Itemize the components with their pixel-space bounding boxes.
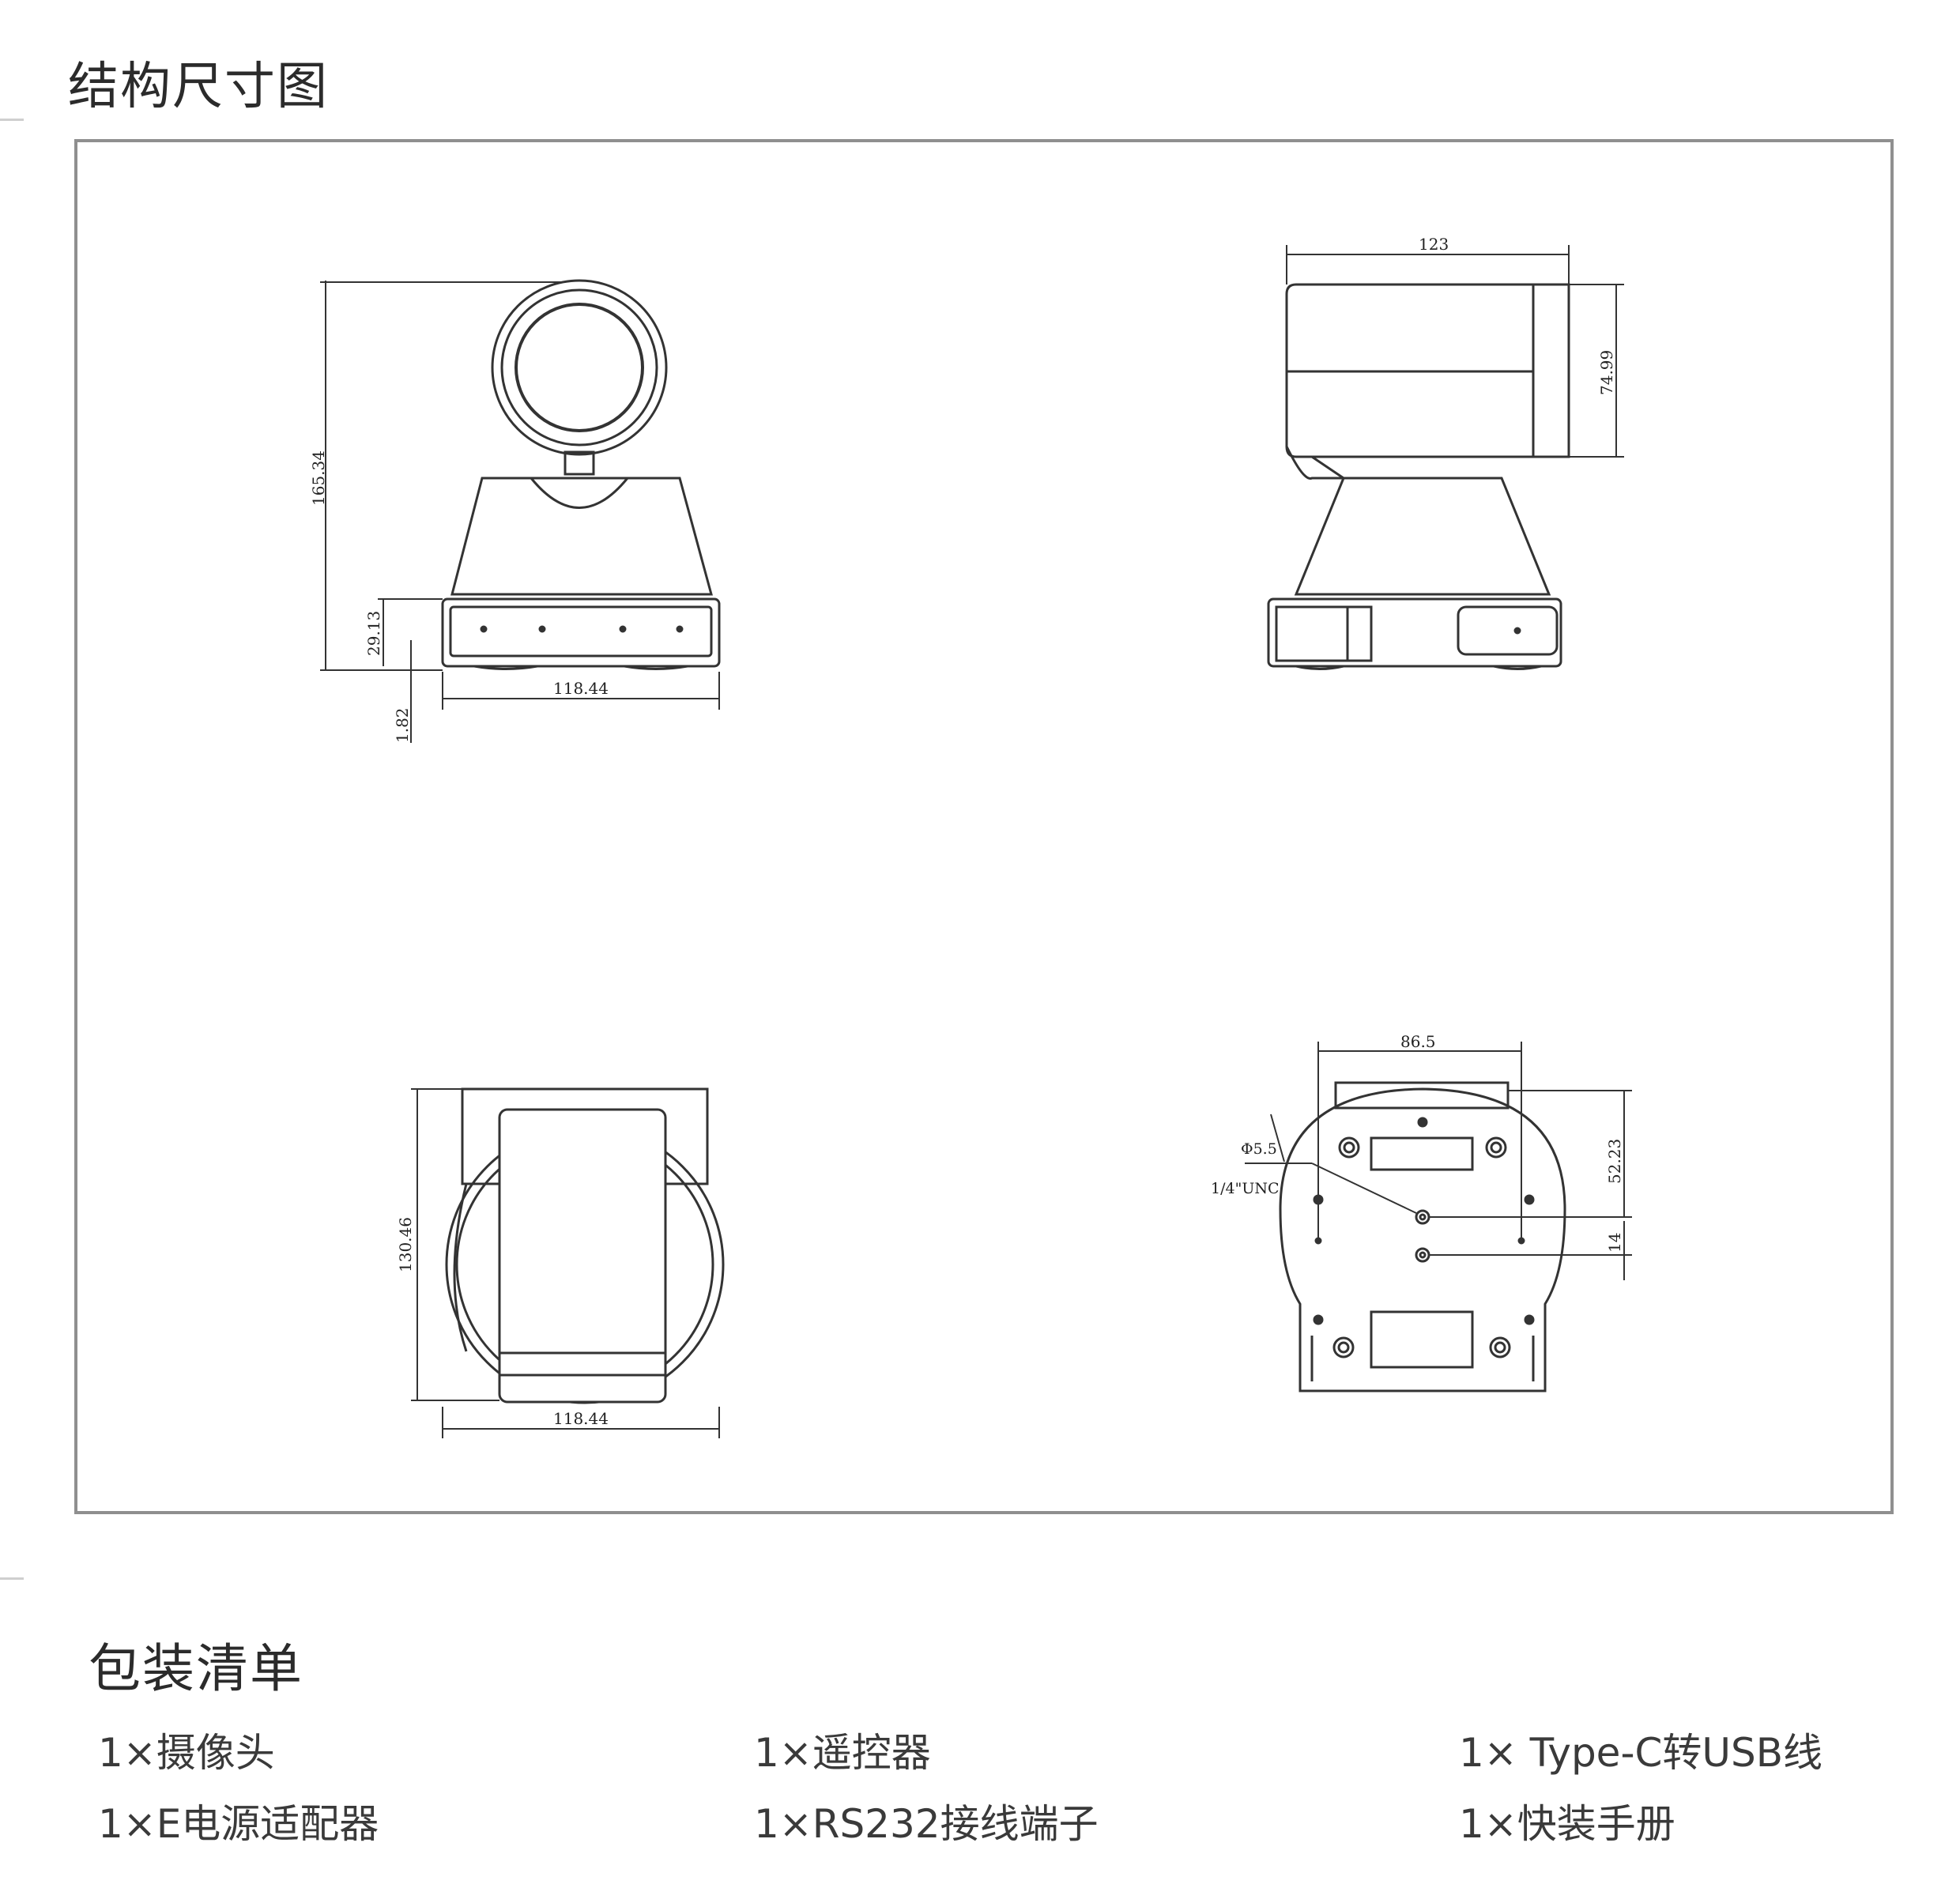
dim-bottom-offset-a: 52.23: [1605, 1139, 1624, 1184]
dim-bottom-offset-b: 14: [1605, 1233, 1624, 1253]
top-view-dimensions: [411, 1088, 720, 1438]
dim-front-height: 165.34: [309, 450, 328, 506]
top-view: [445, 1087, 725, 1404]
dim-top-width: 118.44: [553, 1409, 609, 1428]
bottom-view-dimensions: [1245, 1042, 1632, 1280]
side-view: [1267, 283, 1570, 670]
dim-front-base-height: 29.13: [364, 611, 383, 656]
dim-top-depth: 130.46: [396, 1217, 415, 1272]
side-view-dimensions: [1286, 245, 1624, 458]
package-item: 1×快装手册: [1459, 1801, 1675, 1847]
dim-side-depth: 123: [1419, 235, 1449, 254]
package-item: 1×遥控器: [754, 1730, 931, 1776]
dim-bottom-thread: 1/4"UNC: [1211, 1180, 1280, 1197]
package-item: 1×RS232接线端子: [754, 1801, 1099, 1847]
dim-bottom-hole-dia: Φ5.5: [1241, 1140, 1277, 1158]
package-item: 1×E电源适配器: [98, 1801, 379, 1847]
front-view-dimensions: [320, 281, 720, 743]
dimension-section-title: 结构尺寸图: [68, 58, 329, 116]
dim-side-head-height: 74.99: [1597, 350, 1616, 395]
edge-mark-top: [0, 119, 24, 121]
dim-front-foot: 1.82: [393, 707, 412, 743]
edge-mark-bottom: [0, 1577, 24, 1580]
dim-front-width: 118.44: [553, 679, 609, 698]
package-item: 1× Type-C转USB线: [1459, 1730, 1823, 1776]
package-section-title: 包装清单: [89, 1638, 303, 1699]
dimension-drawing-frame: [74, 139, 1894, 1514]
dim-bottom-hole-spacing: 86.5: [1400, 1032, 1436, 1051]
front-view: [441, 279, 721, 670]
package-item: 1×摄像头: [98, 1730, 275, 1776]
